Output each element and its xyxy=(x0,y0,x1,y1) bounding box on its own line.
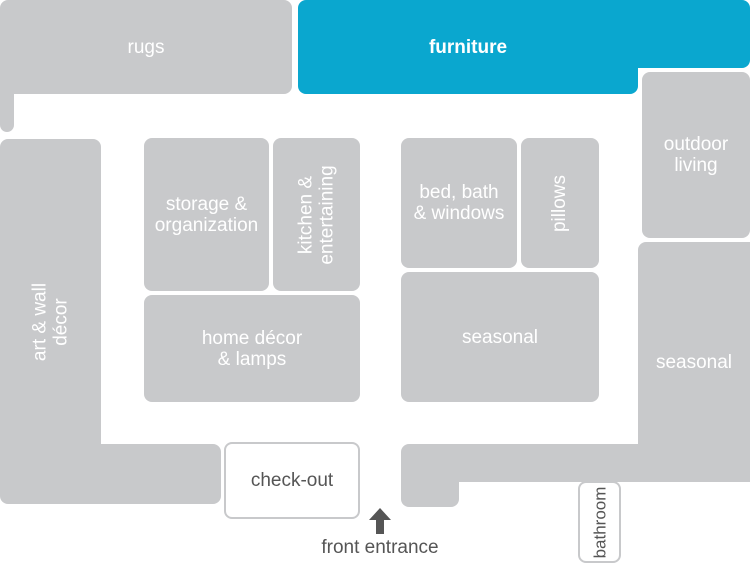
front-entrance-label: front entrance xyxy=(321,537,439,558)
zone-pillows[interactable]: pillows xyxy=(521,138,599,268)
zone-outdoor-living-label: outdoor living xyxy=(663,134,729,176)
zone-art-wall-decor-base xyxy=(22,444,221,504)
zone-home-decor-lamps[interactable]: home décor & lamps xyxy=(144,295,360,402)
entrance-arrow-icon xyxy=(369,508,391,534)
zone-home-decor-lamps-label: home décor & lamps xyxy=(201,327,303,370)
zone-rugs-strip xyxy=(0,60,14,132)
zone-seasonal-right-base xyxy=(401,444,750,482)
zone-art-wall-decor-label: art & wall décor xyxy=(29,282,72,361)
zone-seasonal-center[interactable]: seasonal xyxy=(401,272,599,402)
zone-seasonal-right[interactable]: seasonal xyxy=(638,242,750,482)
zone-rugs[interactable]: rugs xyxy=(0,0,292,94)
zone-pillows-label: pillows xyxy=(549,174,571,232)
zone-bed-bath-windows-label: bed, bath & windows xyxy=(413,182,505,224)
zone-check-out-label: check-out xyxy=(250,470,334,491)
zone-storage-organization[interactable]: storage & organization xyxy=(144,138,269,291)
zone-bathroom-label: bathroom xyxy=(590,486,610,558)
zone-kitchen-entertaining-label: kitchen & entertaining xyxy=(295,164,338,265)
zone-furniture-label: furniture xyxy=(428,36,508,58)
zone-seasonal-right-label: seasonal xyxy=(655,351,733,373)
zone-art-wall-decor[interactable]: art & wall décor xyxy=(0,139,101,504)
zone-check-out[interactable]: check-out xyxy=(224,442,360,519)
zone-outdoor-living[interactable]: outdoor living xyxy=(642,72,750,238)
zone-rugs-label: rugs xyxy=(127,36,165,58)
zone-storage-organization-label: storage & organization xyxy=(154,193,259,236)
zone-seasonal-center-label: seasonal xyxy=(461,326,539,348)
zone-seasonal-right-foot xyxy=(401,470,459,507)
zone-furniture-extension xyxy=(560,0,750,68)
zone-kitchen-entertaining[interactable]: kitchen & entertaining xyxy=(273,138,360,291)
zone-bathroom[interactable]: bathroom xyxy=(578,481,621,563)
zone-bed-bath-windows[interactable]: bed, bath & windows xyxy=(401,138,517,268)
